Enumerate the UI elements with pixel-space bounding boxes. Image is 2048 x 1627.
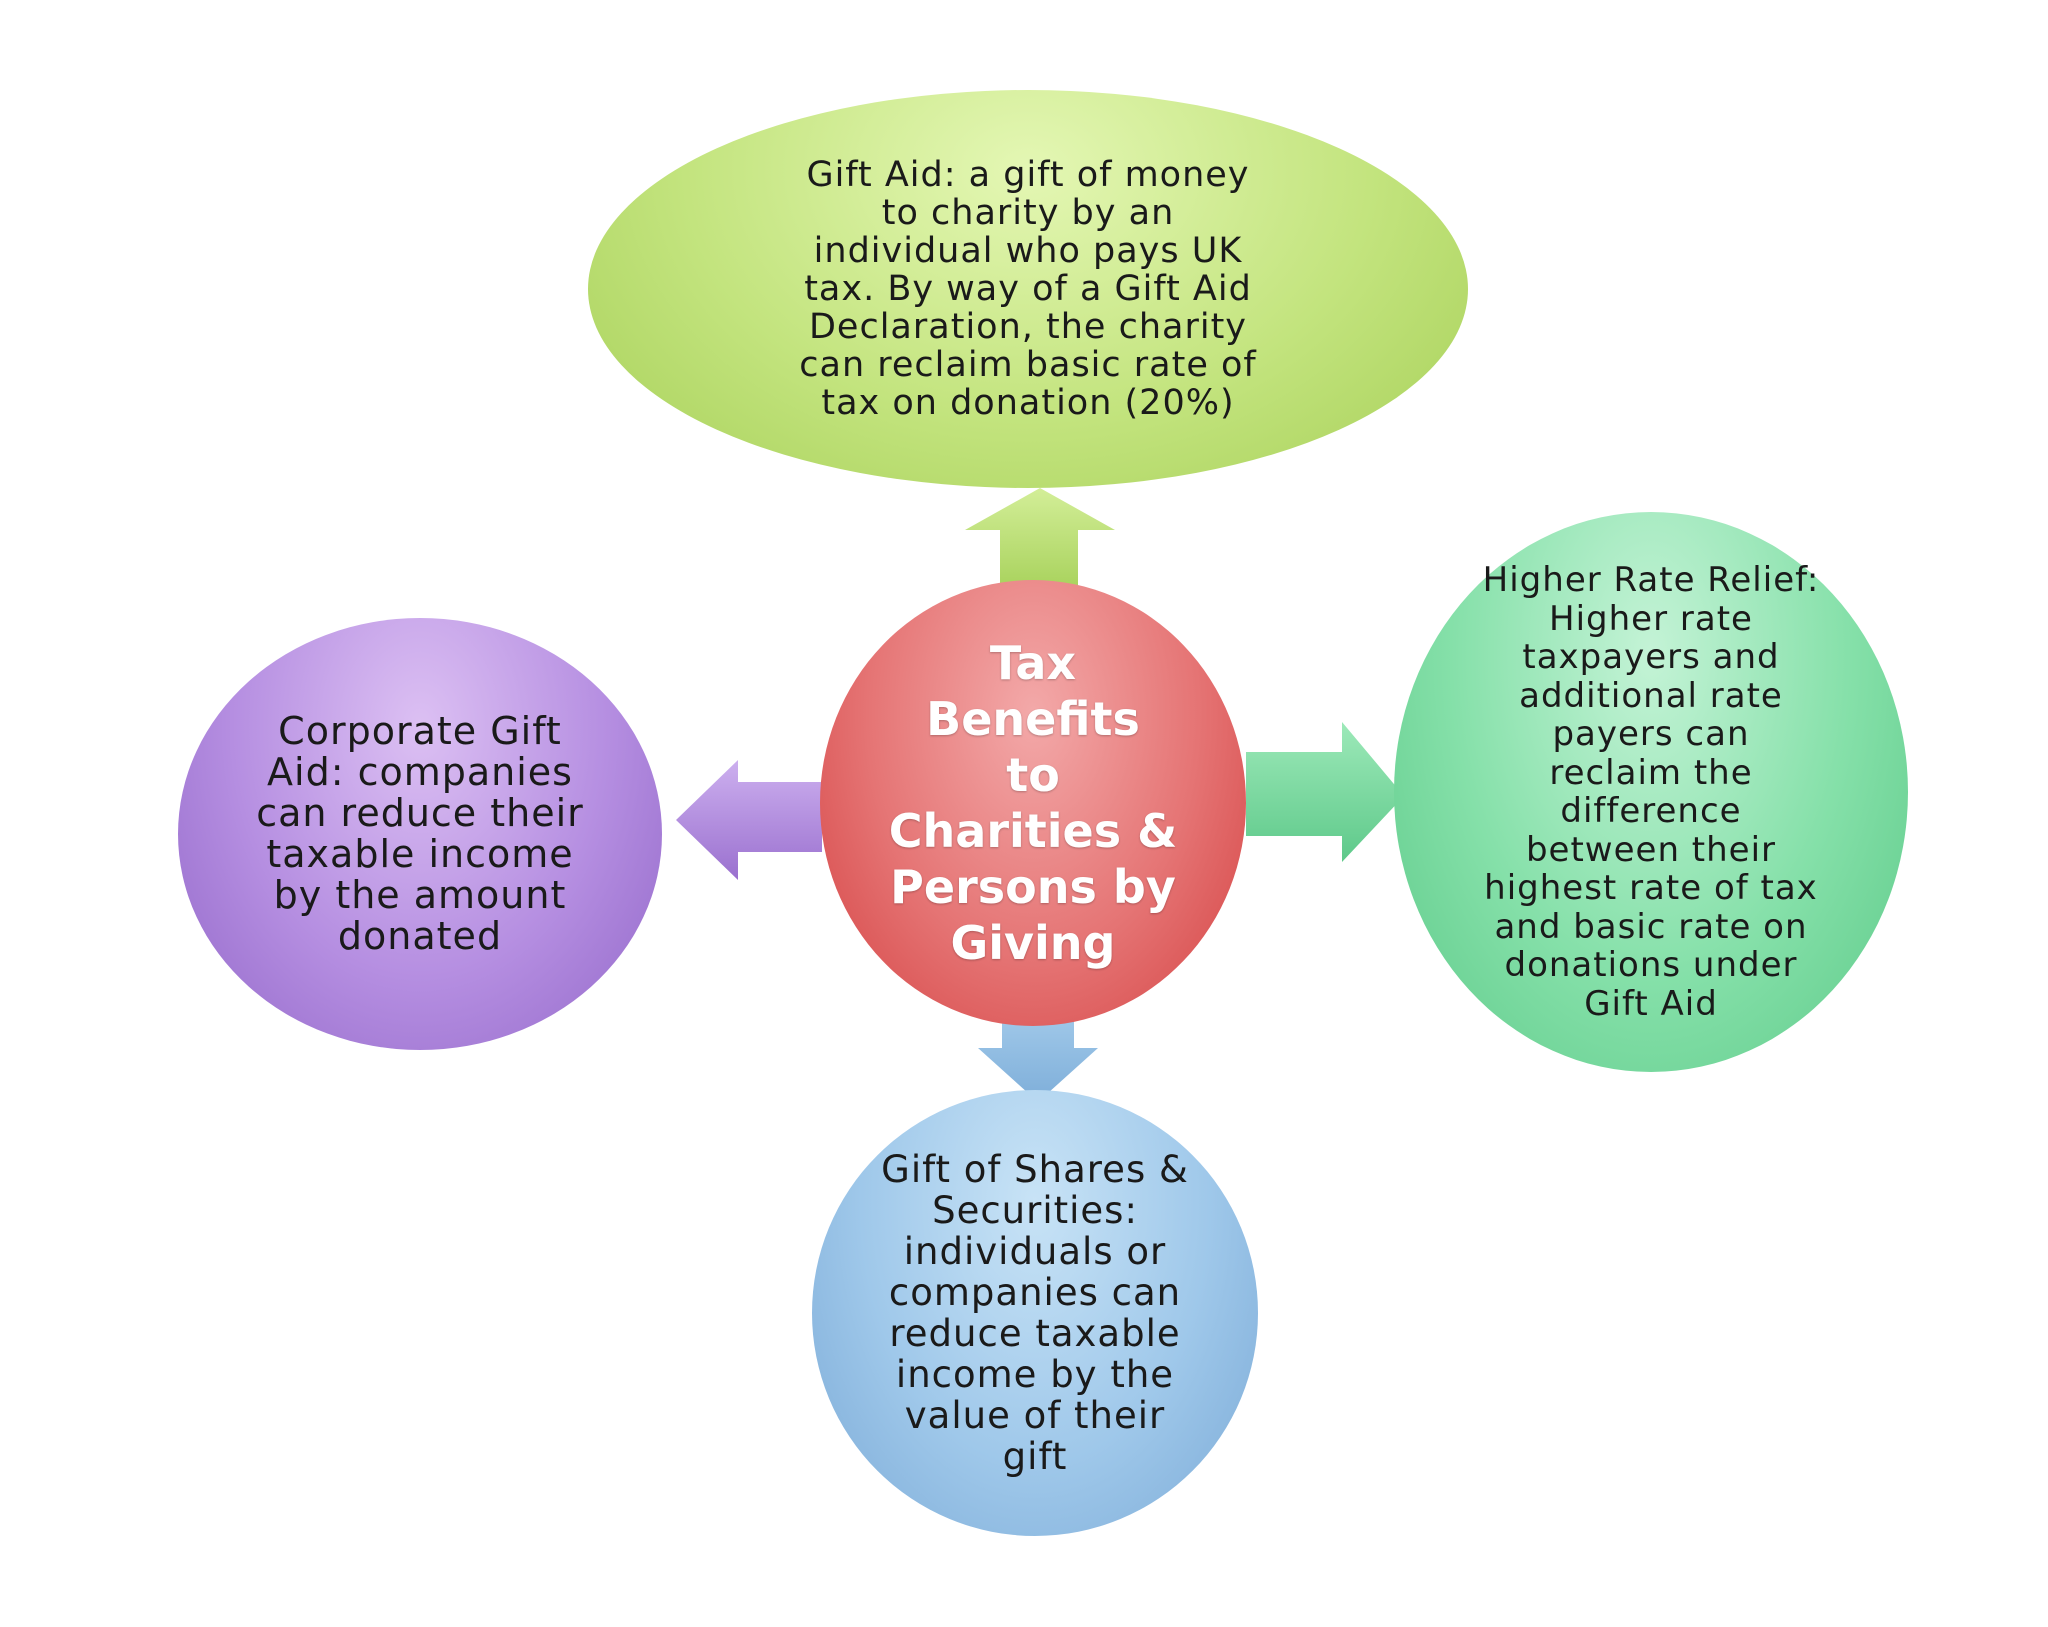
arrow-up bbox=[965, 488, 1115, 590]
gift-of-shares-text: Gift of Shares & Securities: individuals… bbox=[881, 1148, 1189, 1478]
gift-aid-node: Gift Aid: a gift of money to charity by … bbox=[588, 90, 1468, 488]
arrow-right bbox=[1246, 722, 1404, 862]
higher-rate-relief-text: Higher Rate Relief: Higher rate taxpayer… bbox=[1482, 560, 1820, 1024]
corporate-gift-aid-node: Corporate Gift Aid: companies can reduce… bbox=[178, 618, 662, 1050]
gift-aid-text: Gift Aid: a gift of money to charity by … bbox=[799, 155, 1257, 423]
center-title-line: Persons by bbox=[890, 860, 1176, 914]
higher-rate-relief-node: Higher Rate Relief: Higher rate taxpayer… bbox=[1394, 512, 1908, 1072]
center-title-line: Tax Benefits bbox=[926, 636, 1140, 746]
center-title: Tax Benefits to Charities & Persons by G… bbox=[888, 635, 1178, 971]
center-node: Tax Benefits to Charities & Persons by G… bbox=[820, 580, 1246, 1026]
arrow-left bbox=[676, 760, 822, 880]
center-title-line: to Charities & bbox=[888, 748, 1178, 858]
center-title-line: Giving bbox=[950, 916, 1116, 970]
gift-of-shares-node: Gift of Shares & Securities: individuals… bbox=[812, 1090, 1258, 1536]
arrow-down bbox=[978, 1000, 1098, 1102]
corporate-gift-aid-text: Corporate Gift Aid: companies can reduce… bbox=[256, 709, 584, 958]
